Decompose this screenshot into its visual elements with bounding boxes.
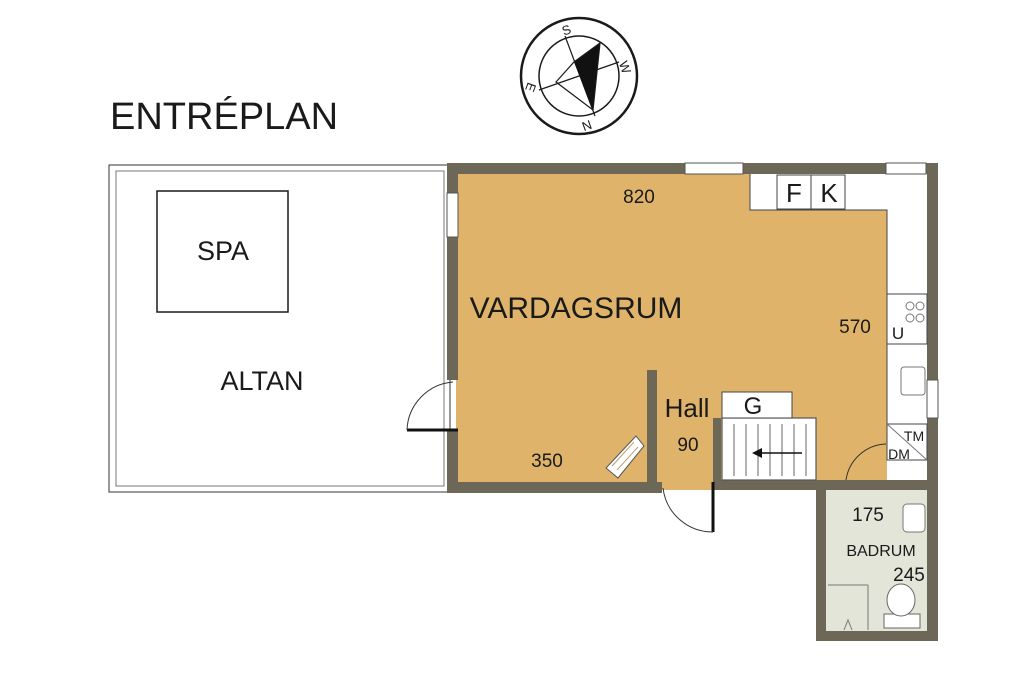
wall-south-living [447, 482, 662, 493]
spa-tub [156, 190, 289, 313]
washing-machine-label: TM [904, 428, 924, 444]
stair-outline [721, 417, 817, 481]
window-east [926, 379, 939, 419]
wall-hall-west [647, 370, 657, 490]
badrum-label: BADRUM [846, 543, 915, 560]
spa-label: SPA [197, 236, 249, 266]
altan-inner-edge [115, 170, 445, 487]
burner-icon [905, 301, 915, 311]
wall-stair-west [713, 418, 721, 483]
dimension-bath-depth: 245 [893, 565, 925, 586]
stair-arrow-icon [752, 448, 762, 458]
wall-bath-south [816, 631, 938, 641]
dimension-living-width: 820 [623, 187, 655, 208]
washer-dishwasher-unit: TM DM [886, 423, 928, 462]
shower-area [828, 584, 869, 631]
doors [406, 381, 887, 533]
vardagsrum-label: VARDAGSRUM [470, 292, 683, 325]
window-west [446, 192, 459, 238]
wall-west-lower [447, 430, 458, 493]
windows [446, 162, 939, 419]
door-altan-swing [406, 381, 454, 431]
wardrobe-label: G [744, 393, 763, 420]
burner-icon [905, 313, 915, 323]
compass-rose: S W N E [519, 16, 639, 136]
dimension-living-depth: 570 [839, 317, 871, 338]
vardagsrum-floor [456, 173, 887, 490]
dimension-living-inner: 350 [531, 451, 563, 472]
compass-needle-outline [555, 41, 601, 112]
compass-west-label: W [616, 59, 635, 76]
fridge-label: F [786, 178, 802, 208]
fridge-unit: F [776, 174, 812, 210]
toilet-icon [883, 583, 921, 629]
burner-icon [915, 301, 925, 311]
dishwasher-label: DM [888, 446, 910, 462]
freezer-label: K [820, 178, 838, 208]
burner-icon [915, 313, 925, 323]
door-entry-swing [662, 487, 714, 533]
wardrobe: G [721, 391, 793, 420]
compass-axis-ew [538, 61, 620, 91]
compass-needle-icon [574, 43, 600, 110]
altan-label: ALTAN [220, 366, 303, 396]
stove-icon [605, 435, 645, 479]
oven-label: U [892, 324, 904, 343]
dimension-bath-width: 175 [852, 505, 884, 526]
altan-deck: SPA ALTAN [108, 164, 451, 493]
staircase [721, 417, 817, 481]
window-north [684, 162, 744, 175]
plan-title: ENTRÉPLAN [110, 95, 338, 138]
freezer-unit: K [810, 174, 846, 210]
wall-bath-west [816, 480, 826, 641]
door-bath-swing [845, 443, 887, 481]
wall-west-upper [447, 163, 458, 380]
window-kitchen [885, 162, 927, 175]
hall-label: Hall [665, 393, 710, 423]
sink-icon [900, 366, 926, 396]
cooktop: U [886, 293, 928, 345]
bath-sink-icon [902, 503, 926, 533]
dimension-hall-width: 90 [677, 435, 698, 456]
compass-inner-ring [538, 35, 620, 117]
